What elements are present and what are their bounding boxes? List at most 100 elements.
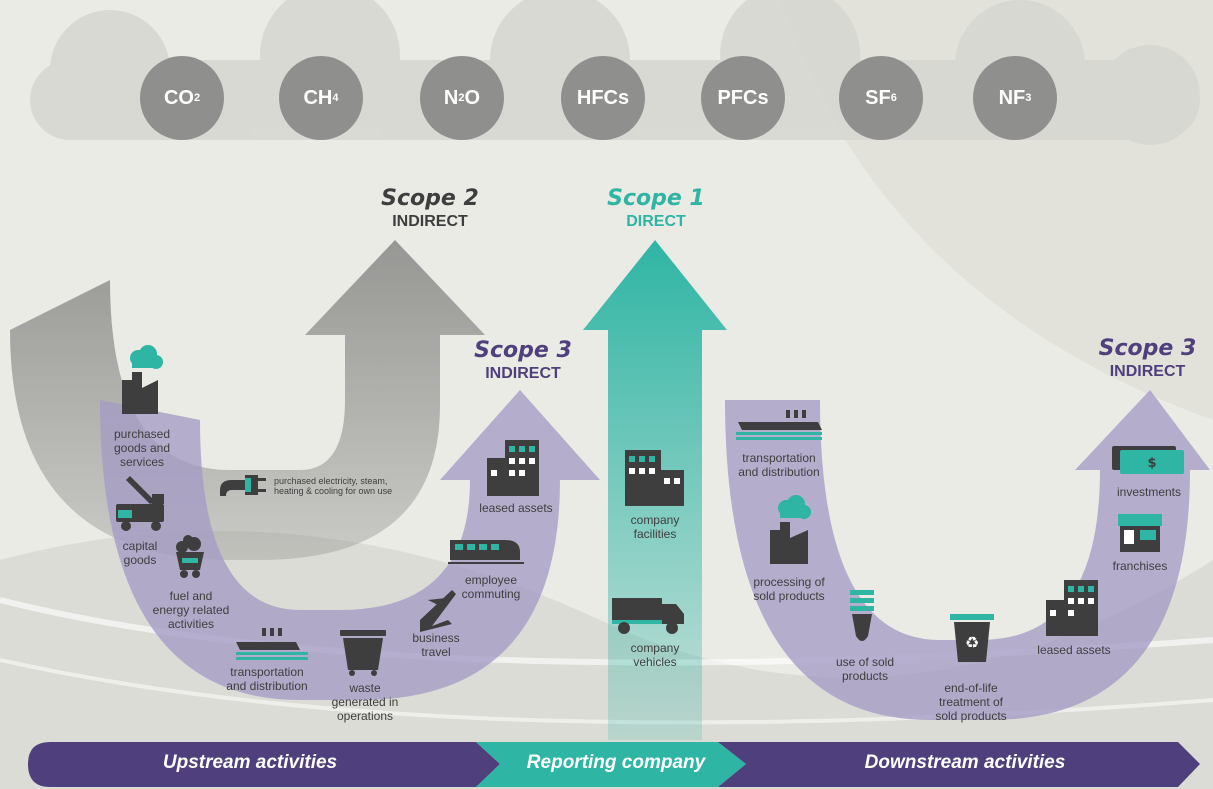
label-line: capital bbox=[122, 539, 158, 553]
gas-subscript: 2 bbox=[458, 92, 465, 104]
gas-label: N bbox=[443, 86, 459, 109]
light-bulb-icon bbox=[850, 590, 874, 641]
scope2-label: Scope 2 bbox=[381, 186, 479, 211]
scope2-title: Scope 2 INDIRECT bbox=[365, 186, 495, 232]
activity-band bbox=[28, 742, 1200, 787]
scope1-type: DIRECT bbox=[626, 213, 686, 231]
dumpster-icon bbox=[340, 630, 386, 676]
label-line: operations bbox=[336, 708, 394, 723]
gas-subscript: 3 bbox=[1025, 92, 1032, 104]
scope3-upstream-type: INDIRECT bbox=[485, 365, 561, 383]
label-line: vehicles bbox=[633, 654, 677, 669]
label-line: products bbox=[841, 668, 889, 683]
scope3-upstream-label: Scope 3 bbox=[474, 338, 572, 363]
coal-cart-icon bbox=[176, 535, 204, 578]
factory-icon bbox=[122, 345, 163, 414]
office-building-icon bbox=[1046, 580, 1098, 636]
scope2-type: INDIRECT bbox=[392, 213, 468, 231]
airplane-icon bbox=[420, 590, 456, 632]
label-line: waste bbox=[349, 681, 381, 695]
label-line: and distribution bbox=[738, 464, 820, 479]
gas-label: CH bbox=[303, 86, 333, 109]
use-of-products-label: use of sold products bbox=[820, 655, 910, 684]
downstream-band bbox=[718, 742, 1200, 787]
label-line: activities bbox=[167, 616, 214, 631]
label-line: transportation bbox=[742, 451, 816, 465]
svg-text:$: $ bbox=[1147, 456, 1156, 471]
company-building-icon bbox=[625, 450, 684, 506]
label-line: energy related bbox=[152, 602, 230, 617]
end-of-life-label: end-of-life treatment of sold products bbox=[916, 681, 1026, 723]
investments-label: investments bbox=[1104, 485, 1194, 500]
truck-icon bbox=[612, 598, 684, 634]
purchased-electricity-label: purchased electricity, steam, heating & … bbox=[274, 476, 434, 497]
label-line: goods bbox=[123, 552, 157, 567]
factory-icon bbox=[770, 495, 811, 564]
label-line: commuting bbox=[461, 586, 521, 601]
purchased-goods-label: purchased goods and services bbox=[92, 427, 192, 469]
crane-truck-icon bbox=[116, 476, 164, 531]
label-line: use of sold bbox=[835, 655, 895, 669]
label-line: sold products bbox=[753, 588, 825, 603]
label-line: employee bbox=[464, 573, 518, 587]
label-line: sold products bbox=[935, 708, 1007, 723]
label-line: travel bbox=[421, 644, 451, 659]
label-line: leased assets bbox=[1037, 643, 1111, 657]
label-line: franchises bbox=[1112, 559, 1168, 573]
upstream-band bbox=[28, 742, 500, 787]
label-line: facilities bbox=[633, 526, 677, 541]
franchises-label: franchises bbox=[1100, 559, 1180, 574]
employee-commuting-label: employee commuting bbox=[446, 573, 536, 602]
gas-subscript: 2 bbox=[193, 92, 201, 104]
plug-icon bbox=[220, 475, 266, 496]
gas-label: SF bbox=[865, 86, 891, 109]
label-line: company bbox=[630, 513, 680, 527]
label-line: purchased electricity, steam, bbox=[274, 476, 388, 486]
reporting-band bbox=[476, 742, 746, 787]
gas-label: NF bbox=[998, 86, 1026, 109]
label-line: goods and bbox=[113, 440, 171, 455]
scope1-title: Scope 1 DIRECT bbox=[596, 186, 716, 232]
label-line: fuel and bbox=[169, 589, 213, 603]
pfcs-gas-icon: PFCs bbox=[701, 56, 785, 140]
label-line: business bbox=[412, 631, 460, 645]
gas-label: HFCs bbox=[576, 86, 630, 109]
label-line: company bbox=[630, 641, 680, 655]
label-line: end-of-life bbox=[944, 681, 998, 695]
company-vehicles-label: company vehicles bbox=[610, 641, 700, 670]
scope3-downstream-type: INDIRECT bbox=[1109, 363, 1186, 381]
gas-subscript: 6 bbox=[890, 92, 897, 104]
label-line: investments bbox=[1116, 485, 1182, 499]
label-line: processing of bbox=[753, 575, 825, 589]
upstream-transport-label: transportation and distribution bbox=[212, 665, 322, 694]
scope1-label: Scope 1 bbox=[607, 186, 705, 211]
waste-label: waste generated in operations bbox=[320, 681, 410, 723]
fuel-energy-label: fuel and energy related activities bbox=[136, 589, 246, 631]
gas-subscript: 4 bbox=[332, 92, 339, 104]
train-icon bbox=[448, 540, 524, 564]
office-building-icon bbox=[487, 440, 539, 496]
ship-icon bbox=[236, 628, 308, 660]
scope3-downstream-label: Scope 3 bbox=[1098, 336, 1197, 361]
capital-goods-label: capital goods bbox=[100, 539, 180, 568]
ship-icon bbox=[736, 410, 822, 440]
gas-label-tail: O bbox=[464, 86, 481, 109]
gas-label: PFCs bbox=[717, 86, 769, 109]
scope3-downstream-title: Scope 3 INDIRECT bbox=[1085, 336, 1210, 382]
scope3-upstream-arrow bbox=[100, 390, 600, 700]
money-icon: $ bbox=[1112, 446, 1184, 474]
label-line: and distribution bbox=[226, 678, 308, 693]
downstream-activities-label: Downstream activities bbox=[864, 752, 1066, 773]
label-line: services bbox=[119, 454, 164, 469]
hfcs-gas-icon: HFCs bbox=[561, 56, 645, 140]
reporting-company-label: Reporting company bbox=[526, 752, 706, 773]
downstream-leased-assets-label: leased assets bbox=[1024, 643, 1124, 658]
recycle-bin-icon: ♻ bbox=[950, 614, 994, 662]
downstream-transport-label: transportation and distribution bbox=[724, 451, 834, 480]
